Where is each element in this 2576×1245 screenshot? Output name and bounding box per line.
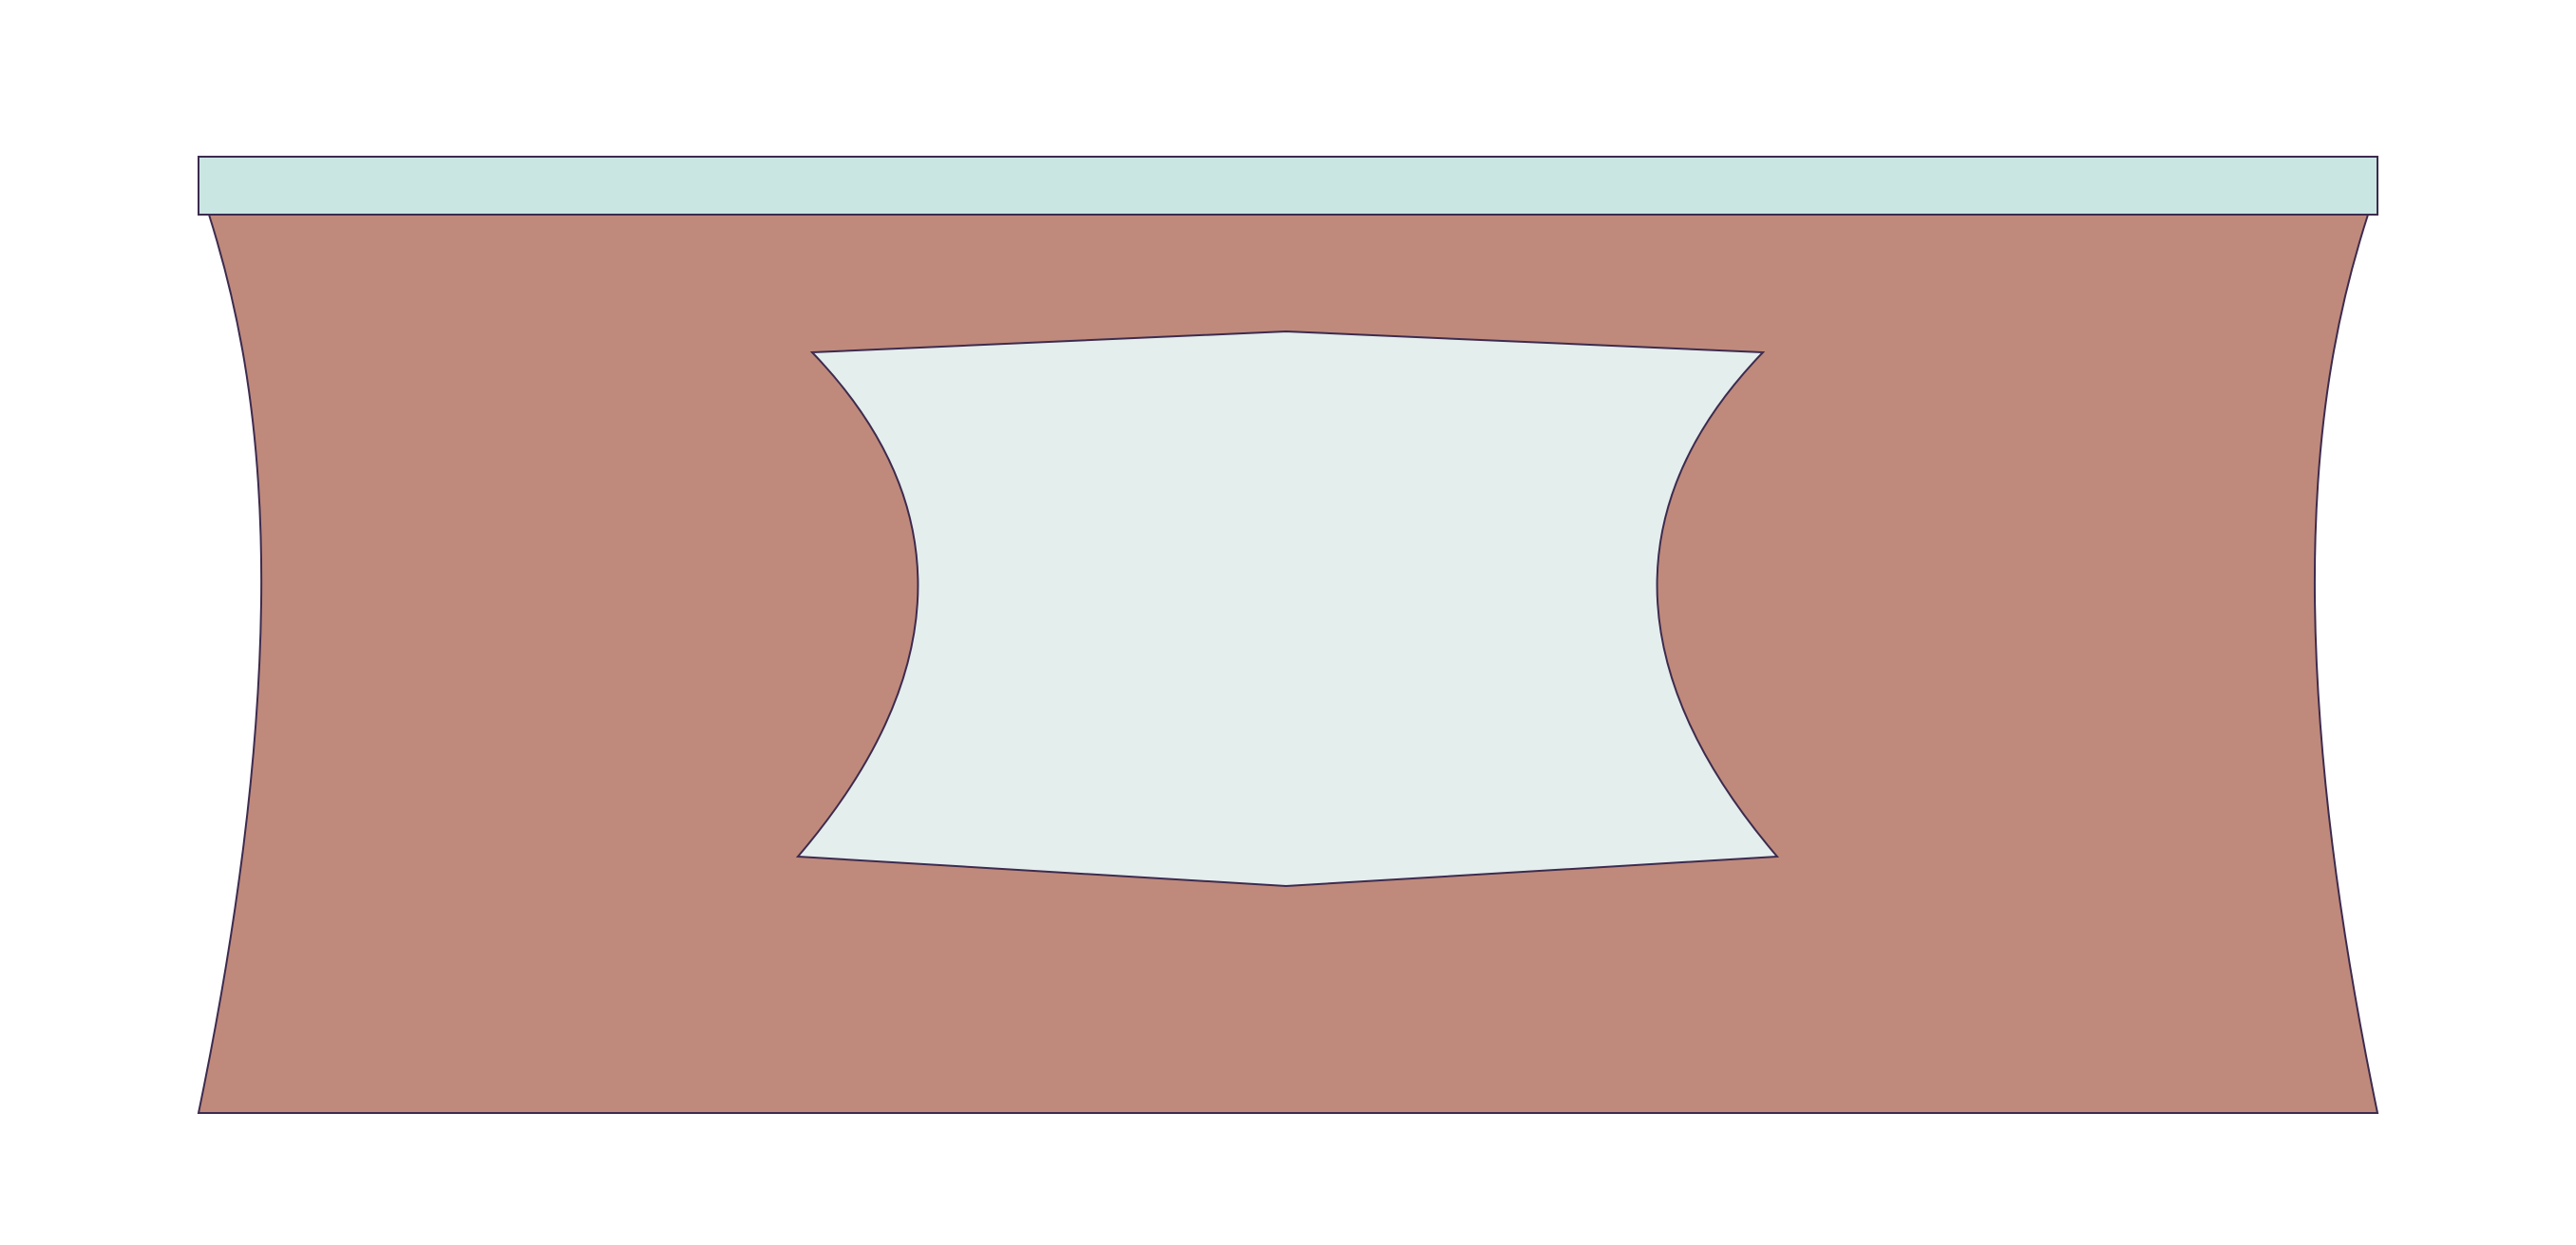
inner-panel: [795, 330, 1780, 888]
top-band: [198, 156, 2378, 216]
